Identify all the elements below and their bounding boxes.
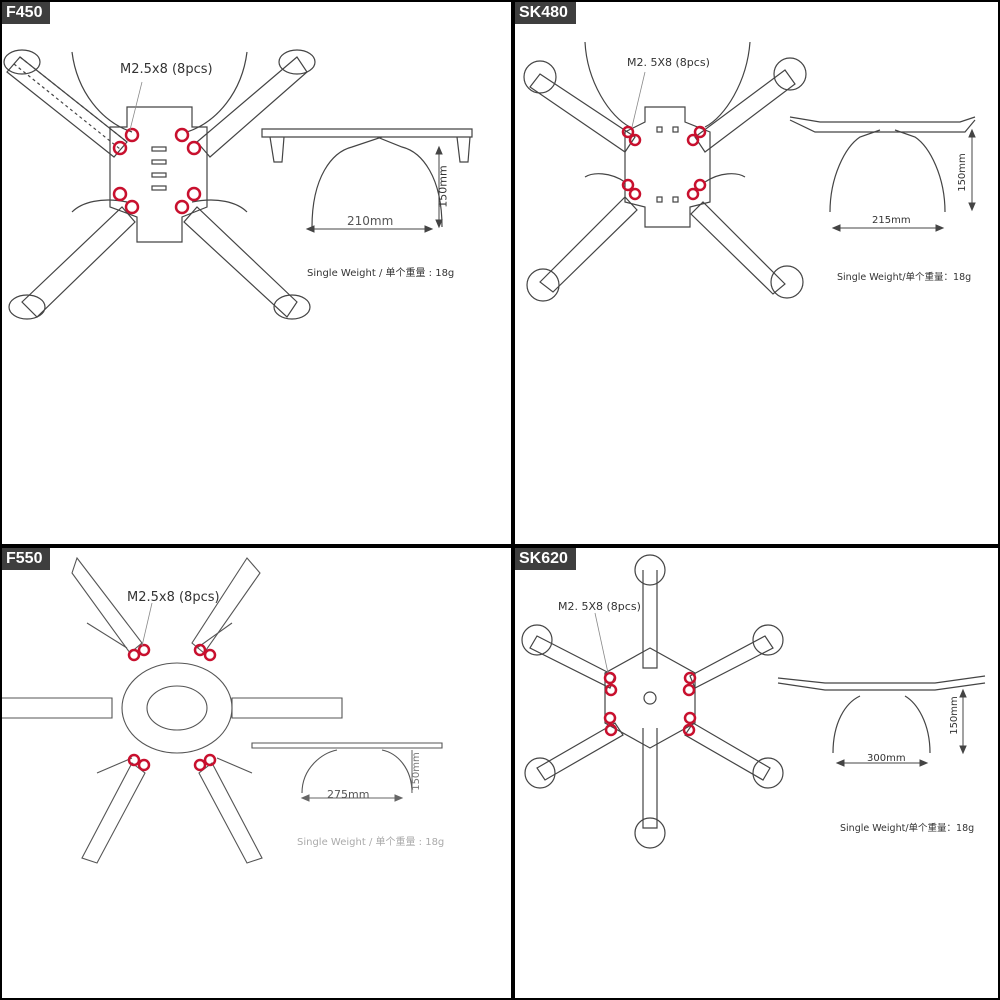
panel-sk480: SK480 [515,2,998,544]
panel-title-f550: F550 [2,548,51,570]
height-dimension-sk620: 150mm [948,696,960,735]
panel-sk620: SK620 [515,548,998,998]
height-dimension-sk480: 150mm [956,153,968,192]
screw-spec-f450: M2.5x8 (8pcs) [120,62,213,77]
f450-quad-frame-diagram [3,49,473,320]
weight-label-f550: Single Weight / 单个重量 : 18g [297,837,445,848]
panel-title-f450: F450 [2,2,51,24]
height-dimension-f550: 150mm [410,752,422,791]
screw-spec-sk480: M2. 5X8 (8pcs) [627,56,710,69]
panel-title-sk620: SK620 [515,548,576,570]
width-dimension-sk620: 300mm [867,753,906,764]
weight-label-sk480: Single Weight/单个重量：18g [837,272,972,283]
panel-title-sk480: SK480 [515,2,576,24]
weight-label-sk620: Single Weight/单个重量：18g [840,823,975,834]
width-dimension-f550: 275mm [327,788,370,801]
height-dimension-f450: 150mm [436,165,450,208]
width-dimension-sk480: 215mm [872,215,911,226]
panel-f450: F450 [2,2,511,544]
sk480-quad-frame-diagram [523,41,976,302]
f550-hexa-frame-diagram [2,556,443,864]
weight-label-f450: Single Weight / 单个重量 : 18g [307,268,455,279]
panel-f550: F550 M2.5x8 (8pcs [2,548,511,998]
sk620-hexa-frame-diagram [521,554,986,849]
screw-spec-f550: M2.5x8 (8pcs) [127,590,220,605]
screw-spec-sk620: M2. 5X8 (8pcs) [558,600,641,613]
width-dimension-f450: 210mm [347,214,394,228]
